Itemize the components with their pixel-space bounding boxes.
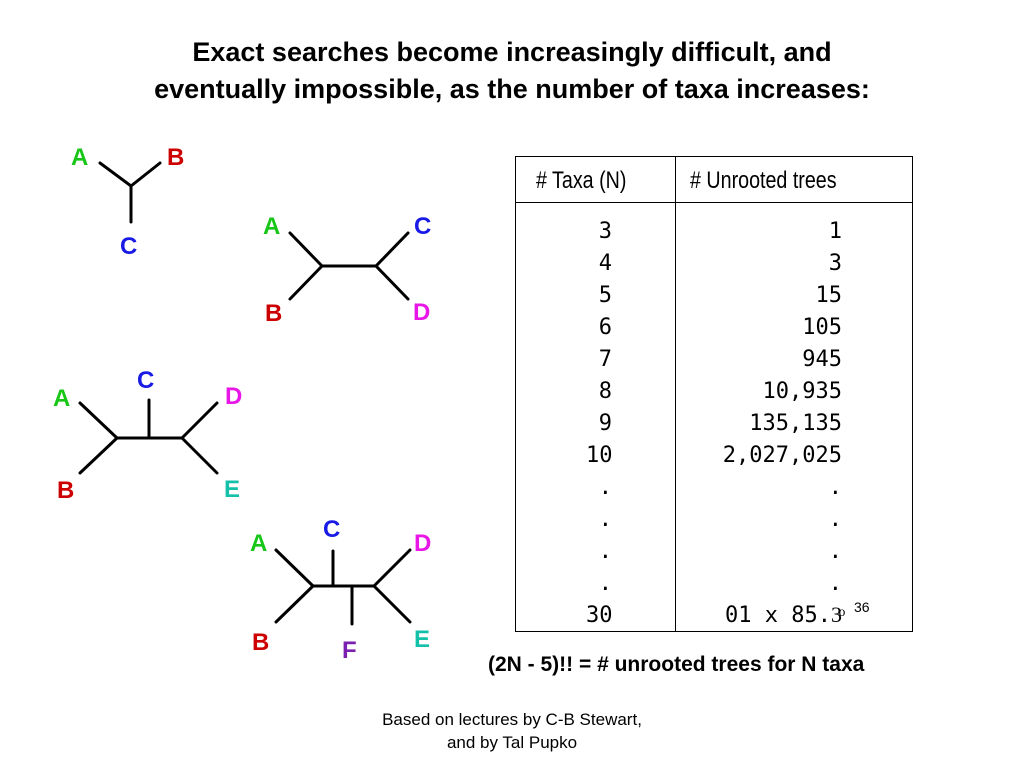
table-cell-taxa: 5 <box>598 283 612 308</box>
slide-title: Exact searches become increasingly diffi… <box>0 34 1024 108</box>
tree3-label-c: C <box>120 233 137 260</box>
table-cell-trees: . <box>828 539 842 564</box>
table-cell-taxa: 7 <box>598 347 612 372</box>
tree6-label-a: A <box>250 530 267 557</box>
table-cell-taxa: 4 <box>598 251 612 276</box>
table-cell-trees: 105 <box>802 315 842 340</box>
header-unrooted-trees: # Unrooted trees <box>690 167 837 194</box>
credit-note: Based on lectures by C-B Stewart, and by… <box>312 708 712 754</box>
credit-line-1: Based on lectures by C-B Stewart, <box>382 710 642 729</box>
formula-caption: (2N - 5)!! = # unrooted trees for N taxa <box>488 653 865 676</box>
tree3-label-a: A <box>71 144 88 171</box>
tree6-label-c: C <box>323 516 340 543</box>
table-cell-taxa: 10 <box>586 443 613 468</box>
table-cell-trees: 15 <box>815 283 843 308</box>
header-taxa: # Taxa (N) <box>536 167 627 194</box>
table-cell-taxa: . <box>598 507 612 532</box>
tree5-label-a: A <box>53 385 70 412</box>
tree5-label-d: D <box>225 383 242 410</box>
table-cell-trees: 2,027,025 <box>722 443 842 468</box>
table-cell-taxa: 8 <box>598 379 612 404</box>
table-cell-trees: 1 <box>828 219 842 244</box>
table-cell-taxa: 30 <box>586 603 613 628</box>
table-cell-trees: . <box>828 571 842 596</box>
tree4-label-c: C <box>414 213 431 240</box>
table-column-divider <box>675 157 676 631</box>
tree6-label-d: D <box>414 530 431 557</box>
tree-3-taxa <box>98 161 162 224</box>
table-cell-trees: 10,935 <box>762 379 842 404</box>
table-cell-taxa: 9 <box>598 411 612 436</box>
title-line-2: eventually impossible, as the number of … <box>154 74 870 104</box>
column-taxa-values: 3 4 5 6 7 8 9 10.... 30 <box>586 216 613 632</box>
tree5-label-e: E <box>224 476 240 503</box>
tree4-label-b: B <box>265 300 282 327</box>
table-cell-taxa: . <box>598 475 612 500</box>
table-cell-trees: 3 <box>828 251 842 276</box>
table-cell-taxa: . <box>598 571 612 596</box>
exponent-superscript: 36 <box>854 599 870 615</box>
tree6-label-f: F <box>342 637 357 664</box>
tree-6-taxa <box>274 548 412 626</box>
tree4-label-d: D <box>413 299 430 326</box>
tree-4-taxa <box>288 231 410 301</box>
tree-count-table: # Taxa (N) # Unrooted trees 3 4 5 6 7 8 9 10...… <box>515 156 913 632</box>
tree5-label-b: B <box>57 477 74 504</box>
table-cell-taxa: . <box>598 539 612 564</box>
tree6-label-b: B <box>252 629 269 656</box>
credit-line-2: and by Tal Pupko <box>446 733 578 752</box>
table-cell-taxa: 6 <box>598 315 612 340</box>
table-cell-taxa: 3 <box>598 219 612 244</box>
table-cell-trees: . <box>828 507 842 532</box>
title-line-1: Exact searches become increasingly diffi… <box>192 37 832 67</box>
table-header-divider <box>516 202 912 203</box>
tree-5-taxa <box>78 398 219 475</box>
table-cell-trees: 945 <box>802 347 842 372</box>
tree6-label-e: E <box>414 626 430 653</box>
table-cell-trees: . <box>828 475 842 500</box>
tree3-label-b: B <box>167 144 184 171</box>
tree5-label-c: C <box>137 367 154 394</box>
column-tree-values: 1 3 15 105 945 10,935 135,135 2,027,025.... 01 x… <box>682 216 842 632</box>
table-cell-trees: 135,135 <box>749 411 842 436</box>
tree4-label-a: A <box>263 213 280 240</box>
table-cell-trees: 01 x 85.3ͦ <box>725 603 842 628</box>
